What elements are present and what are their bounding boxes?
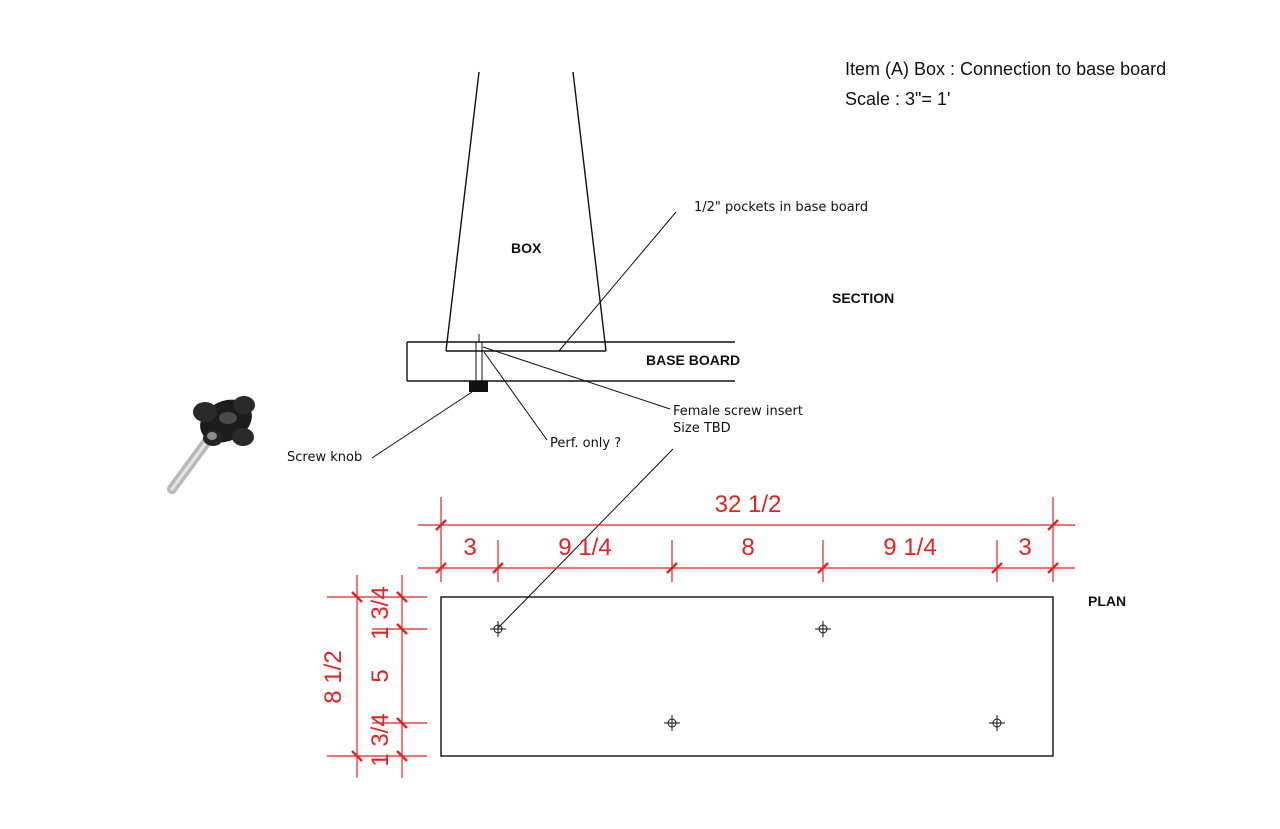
- dim-width-segment: 8: [741, 534, 754, 561]
- section-heading: SECTION: [832, 290, 894, 306]
- leader-insert: [482, 346, 671, 410]
- dim-depth-segment: 1 3/4: [367, 586, 394, 639]
- box-right-edge: [572, 71, 607, 352]
- box-label: BOX: [511, 240, 542, 256]
- insert-marker: [989, 715, 1005, 731]
- insert-marker: [664, 715, 680, 731]
- dim-width-segment: 9 1/4: [558, 534, 611, 561]
- leader-insert-plan: [497, 448, 674, 629]
- dim-width-segment: 9 1/4: [883, 534, 936, 561]
- insert-marker: [815, 621, 831, 637]
- dim-width-segment: 3: [463, 534, 476, 561]
- callout-insert-size: Size TBD: [673, 421, 731, 436]
- female-screw-insert: [475, 341, 483, 382]
- leader-perf: [483, 351, 548, 441]
- screw-knob-photo: [167, 396, 255, 494]
- drawing-title: Item (A) Box : Connection to base board: [845, 59, 1167, 79]
- dim-overall-depth: 8 1/2: [320, 650, 347, 703]
- base-board-label: BASE BOARD: [646, 352, 740, 368]
- box-left-edge: [445, 71, 480, 352]
- section-view: BOX BASE BOARD SECTION 1/2" pockets in b…: [287, 71, 894, 629]
- dim-overall-width: 32 1/2: [715, 491, 782, 518]
- dim-depth-segment: 5: [367, 669, 394, 682]
- dim-width-segment: 3: [1018, 534, 1031, 561]
- leader-screw-knob: [371, 391, 473, 459]
- leader-pockets: [558, 211, 677, 352]
- callout-pockets: 1/2" pockets in base board: [694, 200, 868, 215]
- callout-perf: Perf. only ?: [550, 436, 621, 451]
- callout-screw-knob: Screw knob: [287, 450, 362, 465]
- insert-marker: [490, 621, 506, 637]
- plan-view: PLAN 32 1/2 3 9: [320, 491, 1126, 778]
- width-dimensions: 32 1/2 3 9 1/4 8 9 1/4 3: [418, 491, 1075, 582]
- base-board-plan-outline: [440, 596, 1054, 757]
- depth-dimensions: 8 1/2 1 3/4 5 1 3/4: [320, 575, 427, 778]
- dim-depth-segment: 1 3/4: [367, 713, 394, 766]
- plan-heading: PLAN: [1088, 593, 1126, 609]
- drawing-scale: Scale : 3"= 1': [845, 89, 951, 109]
- screw-knob-block: [469, 381, 488, 392]
- callout-insert: Female screw insert: [673, 404, 803, 419]
